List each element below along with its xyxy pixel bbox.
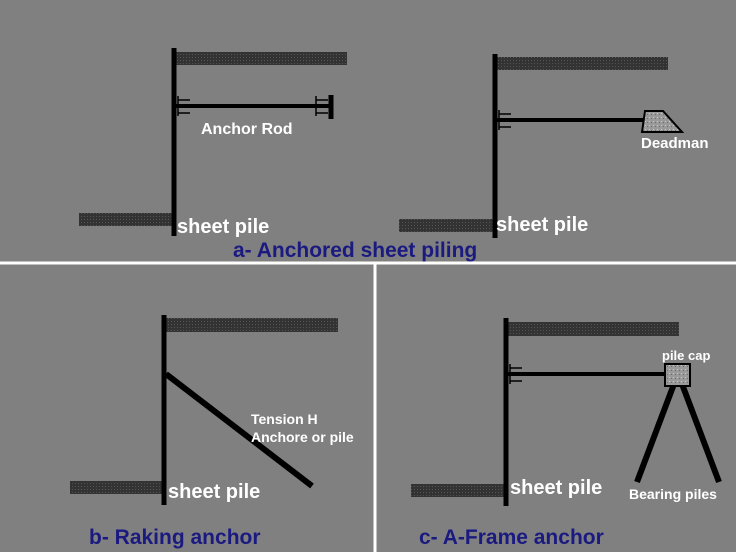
sheet-pile-label: sheet pile	[168, 481, 260, 503]
wale-bracket	[498, 110, 511, 130]
wale-bracket-left	[177, 96, 190, 116]
bearing-pile-left	[634, 382, 677, 484]
pile-cap	[664, 363, 691, 387]
sheet-pile-label: sheet pile	[496, 214, 588, 236]
deadman-block	[640, 110, 685, 133]
lower-ground-surface	[399, 219, 493, 232]
sheet-pile-label: sheet pile	[177, 216, 269, 238]
wale-bracket	[509, 364, 522, 384]
tension-anchor-label-line2: Anchore or pile	[251, 429, 354, 445]
panel-b-caption: b- Raking anchor	[89, 526, 261, 549]
bearing-piles-label: Bearing piles	[629, 486, 717, 502]
panel-a-left: Anchor Rod sheet pile	[79, 48, 347, 238]
lower-ground-surface	[411, 484, 504, 497]
sheet-pile-label: sheet pile	[510, 477, 602, 499]
lower-ground-surface	[70, 481, 163, 494]
upper-ground-surface	[176, 52, 347, 65]
pile-cap-label: pile cap	[662, 348, 710, 363]
raking-anchor-pile	[164, 371, 314, 489]
tension-anchor-label-line1: Tension H	[251, 411, 318, 427]
upper-ground-surface	[166, 318, 338, 332]
panel-a-caption: a- Anchored sheet piling	[233, 239, 477, 262]
panel-b-raking-anchor: Tension H Anchore or pile sheet pile	[70, 315, 354, 505]
upper-ground-surface	[508, 322, 679, 336]
upper-ground-surface	[497, 57, 668, 70]
panel-c-a-frame-anchor: pile cap Bearing piles sheet pile	[411, 318, 722, 506]
lower-ground-surface	[79, 213, 173, 226]
anchor-rod-label: Anchor Rod	[201, 121, 293, 138]
deadman-label: Deadman	[641, 135, 709, 152]
wale-bracket-right	[315, 96, 328, 116]
panel-a-right: Deadman sheet pile	[399, 54, 709, 238]
panel-c-caption: c- A-Frame anchor	[419, 526, 604, 549]
bearing-pile-right	[679, 382, 722, 484]
